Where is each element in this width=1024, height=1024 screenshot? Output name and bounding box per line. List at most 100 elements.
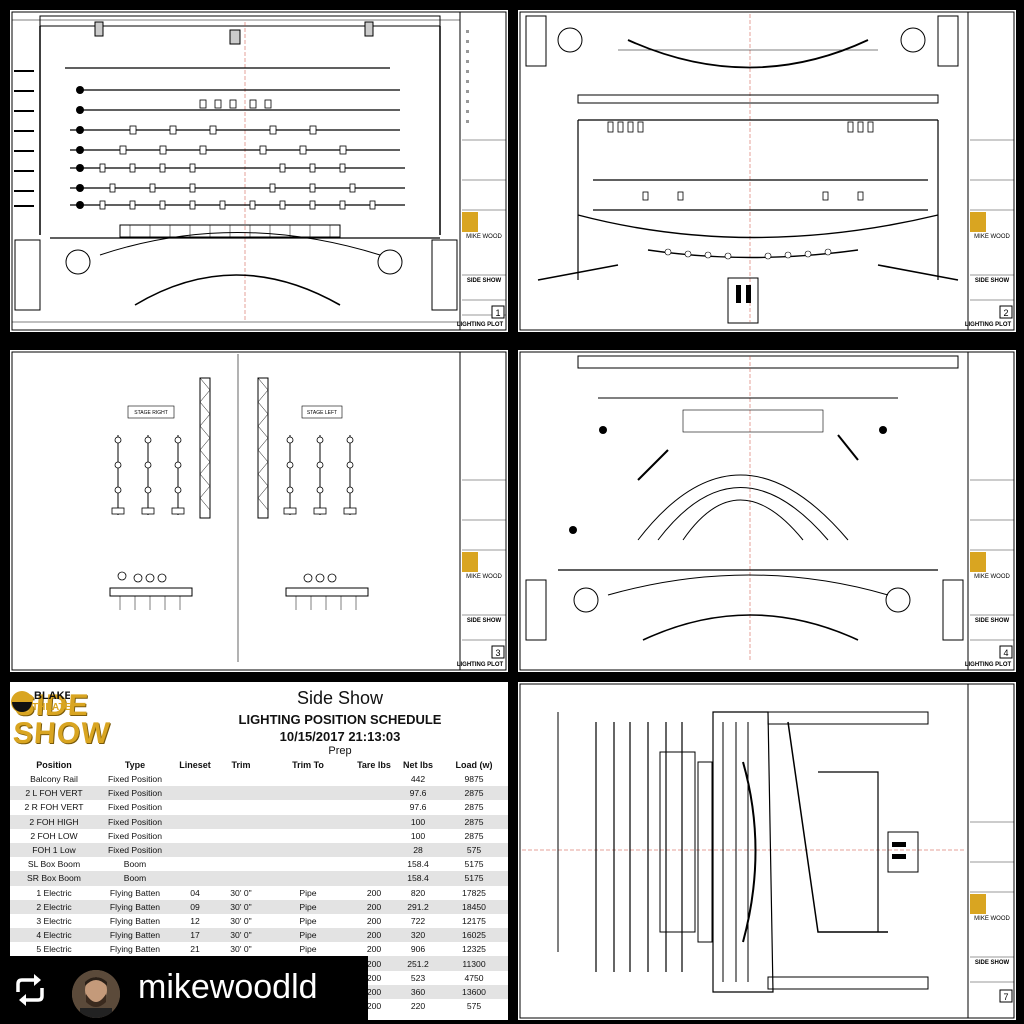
schedule-cell: 30' 0"	[230, 915, 252, 926]
schedule-cell: 100	[396, 814, 440, 829]
schedule-cell: 320	[396, 928, 440, 943]
schedule-cell: 360	[396, 984, 440, 999]
schedule-cell: 906	[410, 944, 426, 955]
schedule-datetime: 10/15/2017 21:13:03	[279, 729, 401, 744]
col-lineset: Lineset	[179, 760, 211, 770]
schedule-cell: 251.2	[396, 956, 440, 971]
plot-drawing-2: SIDE SHOW MIKE WOOD LIGHTING PLOT 2	[519, 11, 1015, 331]
col-type: Type	[124, 760, 146, 770]
col-tare: Tare lbs	[357, 760, 391, 770]
schedule-cell: 97.6	[396, 786, 440, 801]
schedule-cell: Fixed Position	[98, 814, 172, 829]
schedule-cell: 575	[466, 1001, 482, 1012]
schedule-cell	[352, 871, 396, 886]
schedule-cell: FOH 1 Low	[10, 842, 98, 858]
schedule-cell: Boom	[123, 859, 147, 870]
schedule-cell: 9875	[464, 774, 484, 785]
schedule-cell: 200	[352, 899, 396, 914]
schedule-cell	[264, 857, 352, 871]
schedule-cell: 220	[410, 1001, 426, 1012]
schedule-cell	[264, 842, 352, 858]
schedule-cell	[218, 842, 264, 858]
schedule-cell	[218, 800, 264, 814]
plot-drawing-1: SIDE SHOW MIKE WOOD LIGHTING PLOT 1	[11, 11, 507, 331]
schedule-cell	[172, 857, 218, 871]
sheet-title: SIDE SHOW	[975, 278, 1010, 284]
schedule-cell: 30' 0"	[230, 944, 252, 955]
sheet-title: SIDE SHOW	[975, 618, 1010, 624]
schedule-cell	[218, 772, 264, 786]
schedule-cell: 158.4	[396, 871, 440, 886]
schedule-cell: Fixed Position	[98, 842, 172, 858]
plot-sheet-2: SIDE SHOW MIKE WOOD LIGHTING PLOT 2	[518, 10, 1016, 332]
schedule-cell	[218, 786, 264, 801]
schedule-cell: 200	[352, 928, 396, 943]
schedule-cell	[264, 800, 352, 814]
schedule-cell: 30' 0"	[218, 928, 264, 943]
sheet-type: LIGHTING PLOT	[965, 662, 1012, 668]
schedule-cell: 5175	[440, 871, 508, 886]
schedule-cell: Pipe	[299, 887, 317, 898]
schedule-cell	[172, 786, 218, 801]
schedule-cell: 2875	[440, 814, 508, 829]
schedule-cell	[218, 814, 264, 829]
schedule-cell	[352, 772, 396, 786]
sheet-number: 3	[495, 648, 500, 658]
col-net: Net lbs	[402, 760, 433, 770]
avatar[interactable]	[72, 970, 120, 1018]
schedule-cell: 200	[366, 887, 382, 898]
schedule-cell	[218, 871, 264, 886]
repost-bar	[0, 956, 368, 1024]
schedule-cell: 200	[366, 944, 382, 955]
schedule-cell: 12	[190, 915, 200, 926]
schedule-cell: 09	[172, 899, 218, 914]
schedule-cell: 30' 0"	[218, 899, 264, 914]
schedule-cell	[218, 829, 264, 843]
schedule-cell	[172, 772, 218, 786]
schedule-cell: 04	[190, 887, 200, 898]
schedule-cell: 442	[410, 774, 426, 785]
schedule-cell: 820	[410, 887, 426, 898]
schedule-cell	[264, 871, 352, 886]
sheet-number: 2	[1003, 308, 1008, 318]
svg-text:THEATER: THEATER	[32, 702, 70, 713]
username-label[interactable]: mikewoodld	[138, 968, 318, 1006]
col-load: Load (w)	[455, 760, 493, 770]
sheet-number: 4	[1003, 648, 1008, 658]
schedule-cell: 200	[366, 915, 382, 926]
schedule-cell: 3 Electric	[36, 915, 72, 926]
schedule-cell: 291.2	[396, 899, 440, 914]
plot-sheet-4: SIDE SHOW MIKE WOOD LIGHTING PLOT 4	[518, 350, 1016, 672]
sheet-title: SIDE SHOW	[975, 960, 1010, 966]
schedule-cell: 722	[410, 915, 426, 926]
svg-text:BLAKE: BLAKE	[34, 690, 70, 702]
schedule-cell: 4 Electric	[10, 928, 98, 943]
schedule-cell: Pipe	[264, 899, 352, 914]
schedule-cell: 16025	[440, 928, 508, 943]
plot-sheet-1: SIDE SHOW MIKE WOOD LIGHTING PLOT 1	[10, 10, 508, 332]
schedule-cell: Flying Batten	[98, 928, 172, 943]
schedule-title: Side Show	[296, 688, 384, 708]
schedule-cell: 97.6	[409, 802, 427, 813]
repost-icon[interactable]	[10, 970, 50, 1010]
schedule-cell: Fixed Position	[108, 802, 162, 813]
schedule-cell: 13600	[440, 984, 508, 999]
sheet-number: 7	[1003, 992, 1008, 1002]
schedule-table: Position Type Lineset Trim Trim To Tare …	[10, 758, 508, 1013]
schedule-cell: 2875	[464, 802, 484, 813]
schedule-cell	[352, 829, 396, 843]
schedule-cell	[352, 800, 396, 814]
schedule-cell: Fixed Position	[98, 786, 172, 801]
schedule-cell	[172, 800, 218, 814]
schedule-cell: 2875	[440, 786, 508, 801]
col-trim-to: Trim To	[292, 760, 324, 770]
schedule-header-row: Position Type Lineset Trim Trim To Tare …	[10, 758, 508, 772]
